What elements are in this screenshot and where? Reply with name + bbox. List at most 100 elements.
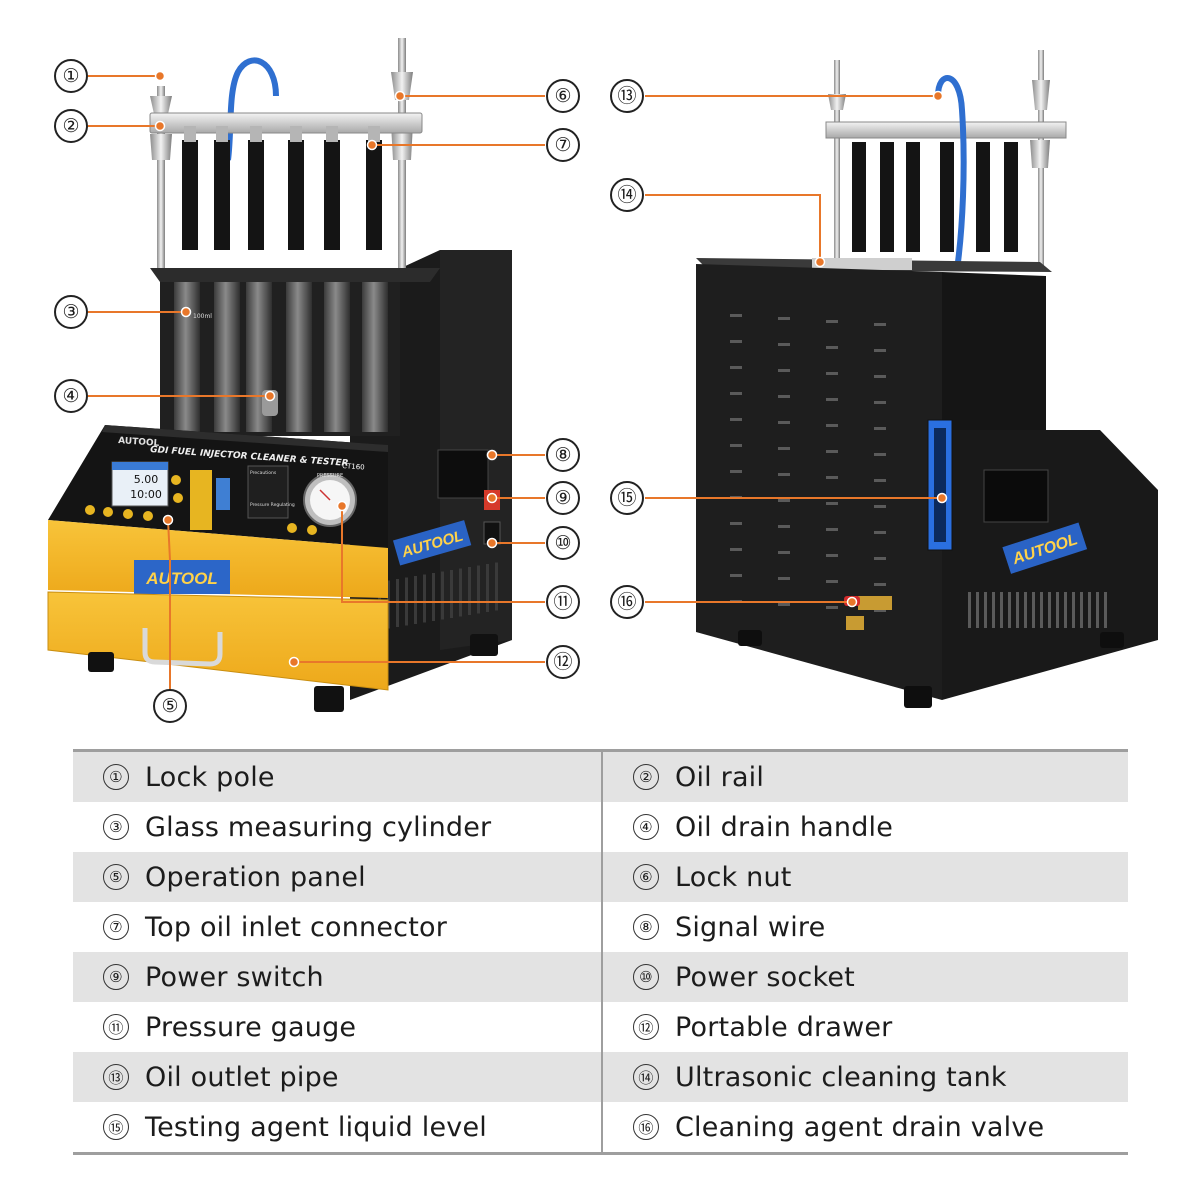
legend-label: Lock nut bbox=[675, 861, 792, 893]
callout-9: ⑨ bbox=[546, 481, 580, 515]
drain-valve-part bbox=[858, 596, 892, 610]
legend-label: Operation panel bbox=[145, 861, 366, 893]
callout-6: ⑥ bbox=[546, 79, 580, 113]
legend-label: Power switch bbox=[145, 961, 324, 993]
leader-dots bbox=[154, 70, 948, 668]
foot-front-right bbox=[314, 686, 344, 712]
legend-label: Power socket bbox=[675, 961, 855, 993]
cylinder-scale-label: 100ml bbox=[193, 313, 212, 320]
callout-11: ⑪ bbox=[546, 585, 580, 619]
legend-label: Signal wire bbox=[675, 911, 826, 943]
legend-label: Portable drawer bbox=[675, 1011, 893, 1043]
legend-number: ⑤ bbox=[103, 864, 129, 890]
side-foot-2 bbox=[904, 686, 932, 708]
foot-back-right bbox=[470, 634, 498, 656]
notice-subtitle: Pressure Regulating bbox=[250, 502, 295, 508]
foot-front-left bbox=[88, 652, 114, 672]
callout-7: ⑦ bbox=[546, 128, 580, 162]
legend-label: Cleaning agent drain valve bbox=[675, 1111, 1045, 1143]
legend-cell: ③ Glass measuring cylinder bbox=[73, 802, 603, 852]
legend-label: Testing agent liquid level bbox=[145, 1111, 487, 1143]
side-lower-box bbox=[942, 430, 1158, 700]
legend-label: Lock pole bbox=[145, 761, 275, 793]
injectors bbox=[182, 140, 382, 250]
legend-label: Oil outlet pipe bbox=[145, 1061, 339, 1093]
side-view: AUTOOL bbox=[696, 50, 1158, 708]
legend-number: ⑦ bbox=[103, 914, 129, 940]
notice-block bbox=[247, 465, 289, 519]
leader-lines bbox=[88, 75, 942, 690]
legend-cell: ⑨ Power switch bbox=[73, 952, 603, 1002]
legend-cell: ⑬ Oil outlet pipe bbox=[73, 1052, 603, 1102]
lock-pole-left bbox=[157, 86, 165, 268]
legend-cell: ⑤ Operation panel bbox=[73, 852, 603, 902]
callout-1: ① bbox=[54, 59, 88, 93]
lock-nut-left bbox=[150, 96, 172, 114]
front-yellow-panel bbox=[48, 520, 388, 598]
legend-number: ② bbox=[633, 764, 659, 790]
mode-keys bbox=[216, 478, 230, 510]
legend-cell: ② Oil rail bbox=[602, 750, 1128, 802]
legend-label: Ultrasonic cleaning tank bbox=[675, 1061, 1007, 1093]
legend-number: ④ bbox=[633, 814, 659, 840]
side-foot-1 bbox=[738, 630, 762, 646]
injector-connectors bbox=[184, 126, 380, 142]
ultrasonic-tank-part bbox=[812, 258, 912, 270]
legend-number: ⑫ bbox=[633, 1014, 659, 1040]
front-view: AUTOOL 100ml AUTOOL GDI FUEL INJEC bbox=[47, 38, 512, 712]
legend-label: Glass measuring cylinder bbox=[145, 811, 492, 843]
front-brand-badge bbox=[134, 560, 230, 594]
callout-16: ⑯ bbox=[610, 585, 644, 619]
front-brand-text: AUTOOL bbox=[145, 569, 217, 588]
injector-pictogram bbox=[190, 470, 212, 530]
side-handle-slot bbox=[437, 449, 489, 499]
legend-number: ⑥ bbox=[633, 864, 659, 890]
legend-number: ③ bbox=[103, 814, 129, 840]
callout-12: ⑫ bbox=[546, 645, 580, 679]
legend-number: ⑯ bbox=[633, 1114, 659, 1140]
callout-3: ③ bbox=[54, 295, 88, 329]
legend-cell: ⑯ Cleaning agent drain valve bbox=[602, 1102, 1128, 1154]
drawer-handle bbox=[142, 628, 223, 667]
side-foot-3 bbox=[1100, 632, 1124, 648]
legend-cell: ⑫ Portable drawer bbox=[602, 1002, 1128, 1052]
side-injectors bbox=[852, 142, 1018, 252]
side-oil-rail bbox=[825, 121, 1067, 139]
top-tray bbox=[150, 268, 440, 282]
legend-label: Oil rail bbox=[675, 761, 765, 793]
machine-illustrations: AUTOOL 100ml AUTOOL GDI FUEL INJEC bbox=[47, 38, 1158, 712]
panel-buttons bbox=[85, 475, 317, 535]
lcd-value: 5.00 bbox=[134, 473, 159, 486]
legend-number: ⑨ bbox=[103, 964, 129, 990]
callout-8: ⑧ bbox=[546, 438, 580, 472]
legend-number: ⑬ bbox=[103, 1064, 129, 1090]
side-lock-pole-left bbox=[834, 60, 840, 270]
callout-15: ⑮ bbox=[610, 481, 644, 515]
legend-cell: ⑥ Lock nut bbox=[602, 852, 1128, 902]
legend-label: Top oil inlet connector bbox=[145, 911, 447, 943]
oil-outlet-pipe-part bbox=[935, 75, 967, 263]
notice-title: Precautions bbox=[250, 470, 277, 476]
legend-label: Pressure gauge bbox=[145, 1011, 357, 1043]
legend-row: ③ Glass measuring cylinder ④ Oil drain han… bbox=[73, 802, 1128, 852]
panel-brand: AUTOOL bbox=[118, 436, 160, 449]
side-vent-slots bbox=[730, 314, 1107, 628]
gauge-label: PRESSURE bbox=[317, 473, 343, 479]
legend-label: Oil drain handle bbox=[675, 811, 894, 843]
callout-13: ⑬ bbox=[610, 79, 644, 113]
legend-row: ⑤ Operation panel ⑥ Lock nut bbox=[73, 852, 1128, 902]
callout-4: ④ bbox=[54, 379, 88, 413]
legend-cell: ⑦ Top oil inlet connector bbox=[73, 902, 603, 952]
